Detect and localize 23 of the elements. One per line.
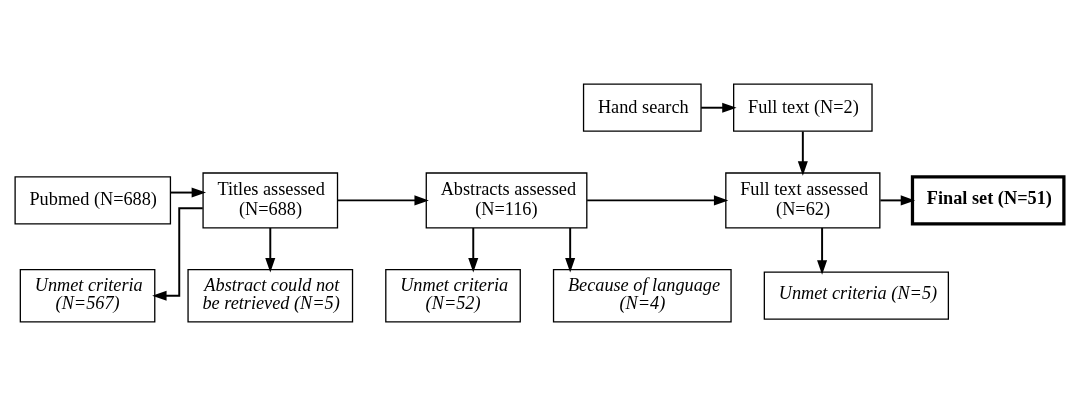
arrow	[817, 226, 828, 275]
arrow	[468, 226, 479, 272]
arrow	[879, 194, 916, 205]
node-box: Unmet criteria (N=52)	[385, 268, 521, 322]
arrow	[700, 102, 737, 113]
arrow	[565, 226, 576, 272]
node-box: Hand search	[582, 83, 702, 132]
node-box: Abstracts assessed (N=116)	[425, 171, 588, 228]
arrow	[265, 226, 276, 272]
node-box: Unmet criteria (N=567)	[19, 268, 156, 322]
node-box: Abstract could not be retrieved (N=5)	[187, 268, 354, 322]
node-box: Because of language (N=4)	[552, 268, 732, 322]
node-box: Full text assessed (N=62)	[725, 171, 881, 228]
arrow	[586, 194, 729, 205]
node-box: Pubmed (N=688)	[14, 175, 172, 225]
node-box: Titles assessed (N=688)	[202, 171, 339, 228]
arrow	[337, 194, 429, 205]
arrow	[169, 187, 207, 198]
node-box: Unmet criteria (N=5)	[763, 271, 950, 320]
node-box: Full text (N=2)	[733, 83, 873, 132]
node-box: Final set (N=51)	[910, 174, 1066, 225]
arrow	[797, 130, 808, 176]
arrow	[152, 206, 204, 301]
